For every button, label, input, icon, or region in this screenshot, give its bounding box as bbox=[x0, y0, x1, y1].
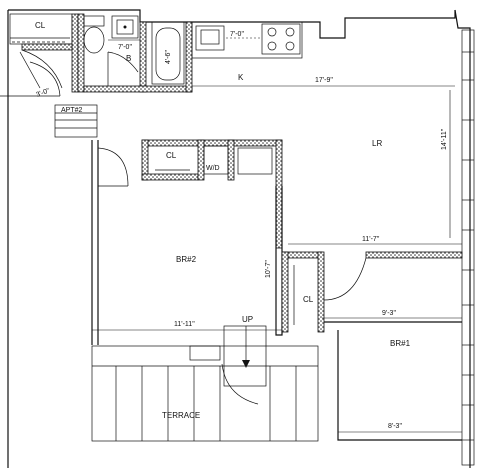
bedroom-1: 9'-3" BR#1 8'-3" bbox=[322, 310, 462, 441]
stove-icon bbox=[261, 23, 301, 55]
exterior-walls bbox=[7, 9, 475, 468]
bedroom1-label: BR#1 bbox=[390, 339, 411, 348]
toilet-icon bbox=[83, 26, 105, 54]
lr-height-dimension: 14'-11" bbox=[441, 128, 448, 150]
closet-low-label: CL bbox=[303, 295, 314, 304]
br2-width-dimension: 11'-11" bbox=[174, 321, 195, 328]
br1-width-bottom-dimension: 8'-3" bbox=[388, 423, 402, 430]
kitchen-counter-dimension: 7'-0" bbox=[230, 31, 244, 38]
bedroom-2: BR#2 10'-7" 11'-11" bbox=[91, 140, 283, 345]
kitchen-length-dimension: 17'-9" bbox=[315, 77, 333, 84]
washer-dryer-label: W/D bbox=[206, 165, 220, 172]
terrace: TERRACE bbox=[91, 345, 319, 442]
tub-length-dimension: 4'-6" bbox=[165, 50, 172, 64]
br1-width-top-dimension: 9'-3" bbox=[382, 310, 396, 317]
bathroom: 7'-0" B 4'-6" bbox=[77, 13, 193, 93]
kitchen-sink-icon bbox=[195, 25, 225, 51]
kitchen: 7'-0" K 17'-9" bbox=[191, 21, 455, 87]
terrace-label: TERRACE bbox=[162, 411, 200, 420]
lr-width-dimension: 11'-7" bbox=[362, 236, 380, 243]
entry-closet-area: CL 3'-0" APT#2 bbox=[0, 13, 98, 138]
bathtub-icon bbox=[151, 21, 185, 85]
closet-top-label: CL bbox=[35, 21, 46, 30]
stair: UP bbox=[221, 315, 267, 405]
stair-up-label: UP bbox=[242, 315, 253, 324]
closet-mid-label: CL bbox=[166, 151, 177, 160]
sink-icon bbox=[111, 15, 139, 39]
bath-width-dimension: 7'-0" bbox=[118, 44, 132, 51]
toilet-tank bbox=[83, 15, 105, 27]
bath-label: B bbox=[126, 54, 131, 63]
br2-height-dimension: 10'-7" bbox=[265, 260, 272, 278]
living-room: LR 14'-11" 11'-7" bbox=[288, 90, 462, 245]
entry-dimension: 3'-0" bbox=[35, 87, 51, 99]
closet-washer-block: CL W/D bbox=[141, 139, 283, 249]
kitchen-label: K bbox=[238, 73, 244, 82]
closet-low: CL bbox=[281, 251, 463, 333]
bedroom2-label: BR#2 bbox=[176, 255, 197, 264]
apartment-label: APT#2 bbox=[61, 107, 83, 114]
living-room-label: LR bbox=[372, 139, 382, 148]
